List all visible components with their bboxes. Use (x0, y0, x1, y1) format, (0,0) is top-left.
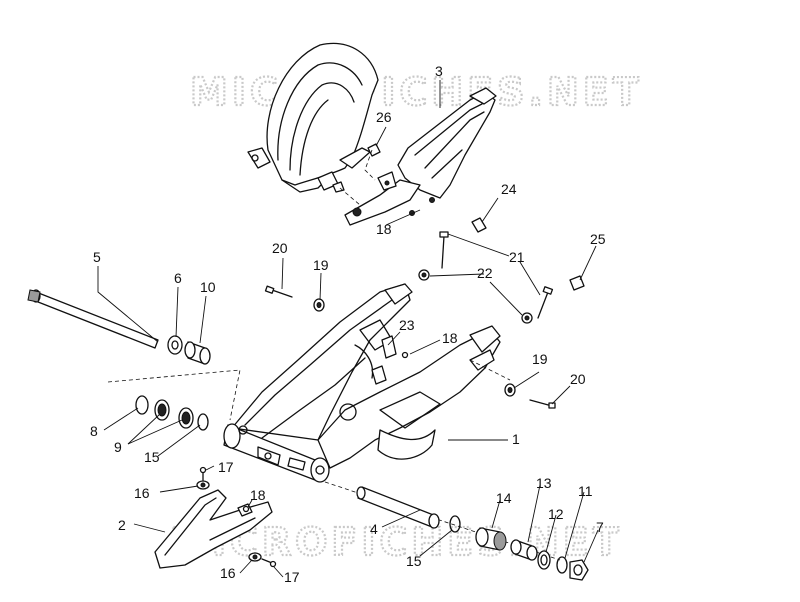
bolt-21-lower-part (537, 286, 554, 319)
ring-15-left-part (197, 413, 209, 431)
callout-4: 4 (370, 521, 378, 537)
callout-2: 2 (118, 517, 126, 533)
callout-9: 9 (114, 439, 122, 455)
callout-8: 8 (90, 423, 98, 439)
callout-11: 11 (578, 483, 593, 499)
callout-16-lower: 16 (220, 565, 236, 581)
bolt-21-upper-part (439, 231, 449, 269)
screw-16-17-upper-part (196, 466, 210, 490)
screw-16-17-lower-part (248, 552, 277, 568)
alignment-line-left (107, 369, 241, 421)
needle-bearing-14-part (475, 527, 507, 551)
callout-10: 10 (200, 279, 216, 295)
pivot-spindle-part (27, 289, 159, 349)
washer-11-part (556, 556, 568, 574)
ring-15-right-part (449, 515, 461, 533)
spacer-6-part (167, 335, 183, 355)
callout-17-lower: 17 (284, 569, 300, 585)
callout-1: 1 (512, 431, 520, 447)
swingarm-part (223, 283, 501, 483)
callout-19-right: 19 (532, 351, 548, 367)
callout-3: 3 (435, 63, 443, 79)
screw-18-mid-part (401, 351, 409, 359)
seal-12-part (537, 550, 551, 570)
callout-21: 21 (509, 249, 525, 265)
nut-22-lower-part (521, 312, 533, 324)
callout-13: 13 (536, 475, 552, 491)
nut-22-upper-part (418, 269, 430, 281)
callout-7: 7 (596, 519, 604, 535)
callout-20-left: 20 (272, 240, 288, 256)
circlip-8-part (135, 395, 149, 415)
screw-18-lower-part (242, 505, 250, 513)
callout-15-right: 15 (406, 553, 422, 569)
callout-24: 24 (501, 181, 517, 197)
nut-19-left-part (313, 298, 325, 312)
rear-mudguard-part (247, 42, 379, 193)
callout-14: 14 (496, 490, 512, 506)
chain-guard-cover-part (332, 87, 497, 226)
callout-5: 5 (93, 249, 101, 265)
callout-15-left: 15 (144, 449, 160, 465)
bushing-13-part (510, 539, 538, 561)
watermark-top: MICROFICHES.NET (190, 70, 643, 114)
callout-17-upper: 17 (218, 459, 234, 475)
callout-12: 12 (548, 506, 564, 522)
callout-26: 26 (376, 109, 392, 125)
bushing-10-part (184, 341, 211, 365)
nut-19-right-part (504, 383, 516, 397)
callout-16-upper: 16 (134, 485, 150, 501)
block-24-part (471, 217, 487, 233)
leader-lines (97, 80, 599, 578)
bolt-20-right-part (529, 399, 556, 409)
callout-18-top: 18 (376, 221, 392, 237)
callout-labels: 1 2 3 4 5 6 7 8 9 10 11 12 13 14 15 15 1… (90, 63, 606, 585)
callout-18-bottom: 18 (250, 487, 266, 503)
block-25-part (569, 275, 585, 291)
nut-7-part (569, 559, 589, 581)
callout-22: 22 (477, 265, 493, 281)
callout-6: 6 (174, 270, 182, 286)
bolt-20-left-part (264, 285, 293, 298)
callout-18-mid: 18 (442, 330, 458, 346)
chain-slider-2-part (154, 489, 273, 569)
alignment-line-axle (469, 359, 511, 381)
callout-19-left: 19 (313, 257, 329, 273)
tube-4-part (356, 486, 440, 529)
callout-20-right: 20 (570, 371, 586, 387)
callout-25: 25 (590, 231, 606, 247)
callout-23: 23 (399, 317, 415, 333)
